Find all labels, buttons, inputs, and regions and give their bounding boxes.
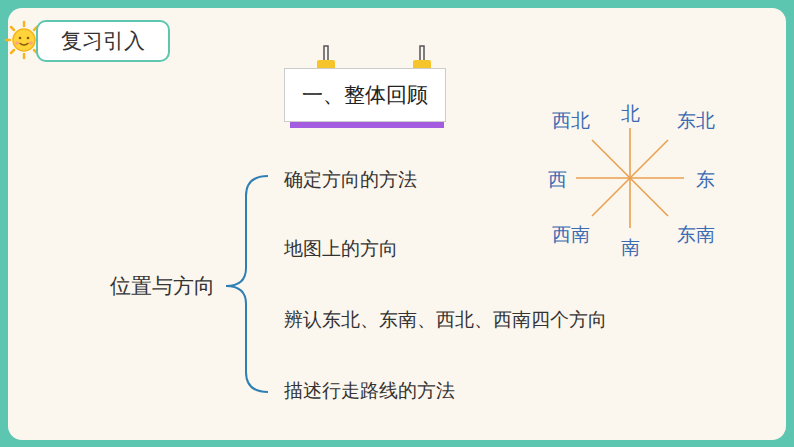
- node-text: 一、整体回顾: [302, 81, 428, 109]
- curly-brace: [226, 176, 268, 392]
- topic-label: 位置与方向: [110, 272, 215, 300]
- direction-label: 东南: [677, 222, 715, 248]
- list-item: 确定方向的方法: [284, 167, 417, 193]
- slide-panel: [8, 8, 786, 440]
- direction-label: 东北: [677, 108, 715, 134]
- direction-label: 东: [696, 167, 715, 193]
- list-item: 辨认东北、东南、西北、西南四个方向: [284, 307, 607, 333]
- list-item: 地图上的方向: [284, 236, 398, 262]
- list-item: 描述行走路线的方法: [284, 378, 455, 404]
- node-text: 复习引入: [61, 27, 145, 55]
- binder-clips: [324, 46, 424, 66]
- title-card: 一、整体回顾: [284, 68, 446, 122]
- direction-label: 西: [548, 167, 567, 193]
- section-tag: 复习引入: [36, 20, 170, 62]
- direction-label: 南: [621, 235, 640, 261]
- direction-label: 西南: [552, 222, 590, 248]
- direction-label: 西北: [552, 108, 590, 134]
- compass-lines: [576, 128, 684, 228]
- direction-label: 北: [621, 101, 640, 127]
